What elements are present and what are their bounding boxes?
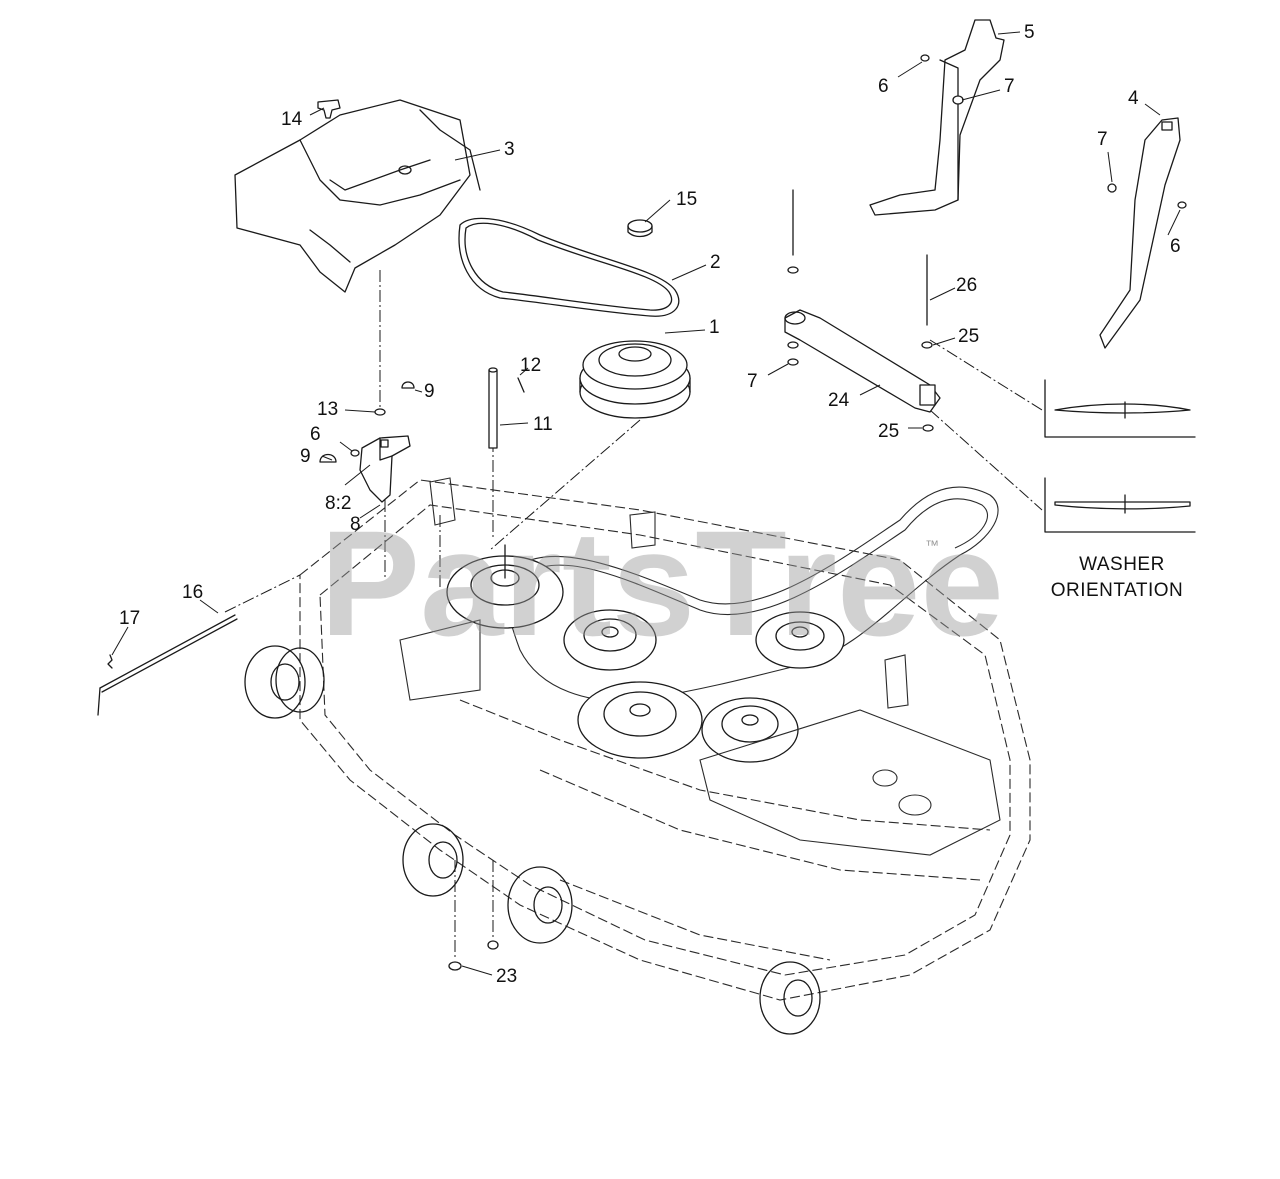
mount-bracket-4: [1099, 117, 1181, 349]
deck-pulley-lower-right: [701, 697, 799, 763]
callout-24: 24: [828, 390, 850, 411]
callout-5: 5: [1024, 22, 1035, 43]
callout-9: 9: [424, 381, 435, 402]
caster-wheel-right: [759, 961, 821, 1035]
nut-7-bracket5: [952, 95, 964, 105]
watermark: PartsTree ™: [320, 499, 1004, 667]
callout-7: 7: [1097, 129, 1108, 150]
callout-7: 7: [1004, 76, 1015, 97]
washer-orientation-detail: WASHER ORIENTATION: [1044, 379, 1196, 601]
callout-6: 6: [878, 76, 889, 97]
callout-2: 2: [710, 252, 721, 273]
deck-pulley-center: [563, 609, 657, 671]
nut-23-right: [487, 940, 499, 950]
assembly-lines: [224, 270, 1043, 960]
drive-belt: [458, 217, 680, 317]
callout-6: 6: [310, 424, 321, 445]
callout-13: 13: [317, 399, 338, 420]
nut-7-arm: [787, 358, 799, 366]
idler-arm: [784, 309, 941, 413]
nut-13: [374, 408, 386, 416]
callout-25: 25: [878, 421, 899, 442]
caster-wheel-left-front: [402, 823, 464, 897]
watermark-text: PartsTree: [320, 499, 1004, 667]
callouts: 1 2 3 4 5 6 6 6 7 7 7 8 8:2 9 9 11 12 13…: [119, 22, 1181, 987]
mower-deck: [244, 477, 1031, 1035]
cotter-pin: [517, 377, 525, 393]
arm-nut: [787, 341, 799, 349]
deck-pulley-left: [446, 544, 564, 629]
bolt-6-bracket5: [920, 54, 930, 62]
callout-26: 26: [956, 275, 977, 296]
spring-pin: [107, 654, 113, 669]
idler-bracket: [359, 435, 411, 503]
washer-25-upper: [921, 341, 933, 349]
callout-16: 16: [182, 582, 203, 603]
caster-wheel-left-rear: [244, 645, 325, 719]
callout-17: 17: [119, 608, 140, 629]
adjuster-rod: [97, 614, 238, 716]
plug-9-upper: [401, 381, 415, 389]
caster-wheel-center: [507, 866, 573, 944]
callout-3: 3: [504, 139, 515, 160]
callout-9: 9: [300, 446, 311, 467]
callout-8-2: 8:2: [325, 493, 351, 514]
bolt-6-left: [350, 449, 360, 457]
pulley-cap: [627, 219, 653, 238]
callout-6: 6: [1170, 236, 1181, 257]
leader-lines: [111, 31, 1181, 976]
nut-7-bracket4: [1107, 183, 1117, 193]
washer-orientation-line1: WASHER: [1079, 554, 1165, 575]
deck-pulley-lower-left: [577, 681, 703, 759]
bolt-6-bracket4: [1177, 201, 1187, 209]
mount-bracket-5: [869, 19, 1005, 216]
callout-23: 23: [496, 966, 517, 987]
pivot-shaft: [488, 367, 498, 449]
nut-23-left: [448, 961, 462, 971]
cover-knob: [317, 99, 341, 119]
callout-8: 8: [350, 514, 361, 535]
callout-4: 4: [1128, 88, 1139, 109]
callout-1: 1: [709, 317, 720, 338]
callout-12: 12: [520, 355, 541, 376]
callout-11: 11: [533, 414, 553, 435]
callout-15: 15: [676, 189, 697, 210]
callout-25: 25: [958, 326, 979, 347]
callout-7: 7: [747, 371, 758, 392]
idler-pulley: [579, 340, 691, 419]
deck-pulley-right: [755, 611, 845, 669]
belt-cover: [234, 99, 481, 293]
washer-25-lower: [922, 424, 934, 432]
washer-orientation-line2: ORIENTATION: [1051, 580, 1184, 601]
watermark-trademark: ™: [925, 537, 939, 553]
callout-14: 14: [281, 109, 303, 130]
arm-washer: [787, 266, 799, 274]
